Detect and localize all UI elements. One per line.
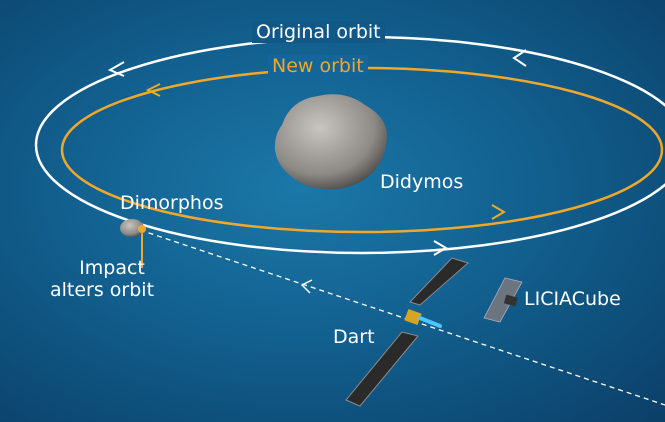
impact-label: Impact alters orbit	[50, 257, 154, 302]
dart-spacecraft	[345, 257, 470, 407]
arrow-icon	[491, 204, 506, 220]
arrow-icon	[145, 83, 161, 97]
dimorphos-asteroid	[120, 219, 144, 237]
dart-trajectory	[139, 229, 665, 406]
didymos-asteroid	[274, 94, 388, 190]
new-orbit-label: New orbit	[268, 55, 368, 77]
didymos-label: Didymos	[380, 171, 464, 193]
dimorphos-label: Dimorphos	[120, 192, 224, 214]
impact-point	[138, 225, 146, 233]
dart-label: Dart	[333, 326, 375, 348]
arrow-icon	[433, 240, 448, 256]
impact-label-line: Impact	[79, 257, 145, 279]
liciacube-label: LICIACube	[524, 288, 621, 310]
arrow-icon	[107, 61, 125, 77]
arrow-icon	[512, 49, 527, 67]
original-orbit-label: Original orbit	[252, 21, 385, 43]
impact-label-line: alters orbit	[50, 278, 155, 301]
liciacube-spacecraft	[483, 277, 523, 323]
arrow-icon	[300, 279, 313, 294]
